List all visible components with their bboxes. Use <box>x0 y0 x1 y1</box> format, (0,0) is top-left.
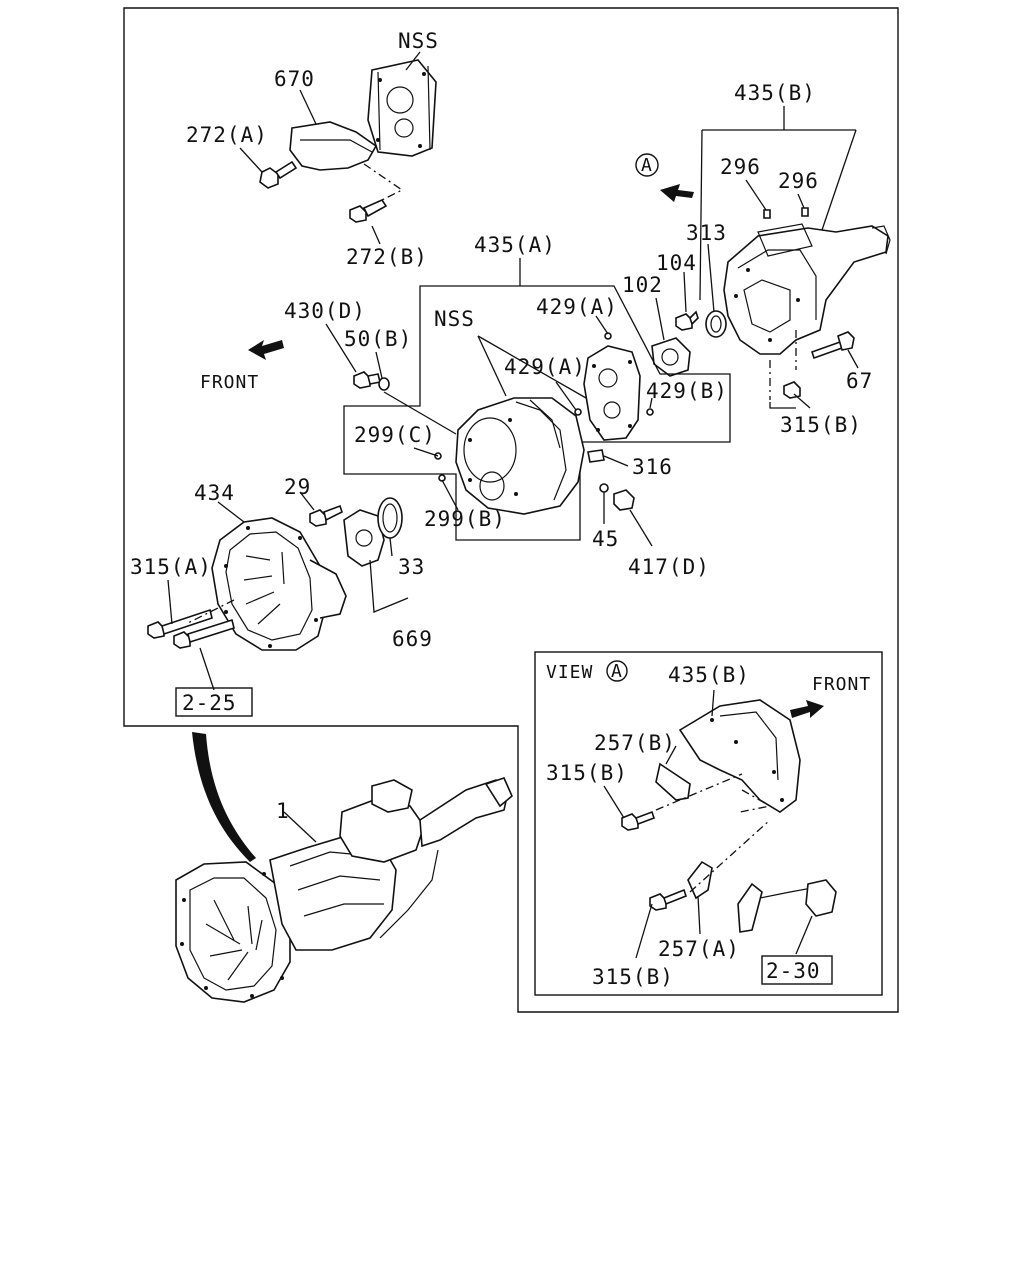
label-316: 316 <box>632 455 673 479</box>
assembled-transmission <box>175 777 513 1003</box>
label-104: 104 <box>656 251 697 275</box>
gasket-102 <box>651 337 691 377</box>
extension-housing <box>723 223 891 355</box>
label-front-view: FRONT <box>812 674 871 695</box>
label-1: 1 <box>276 799 290 823</box>
label-45: 45 <box>592 527 619 551</box>
circle-a-marker <box>635 153 659 177</box>
label-435b-view: 435(B) <box>668 663 750 687</box>
label-50b: 50(B) <box>344 327 412 351</box>
label-272b: 272(B) <box>346 245 428 269</box>
label-435a: 435(A) <box>474 233 556 257</box>
label-417d: 417(D) <box>628 555 710 579</box>
label-circle-a: A <box>641 155 653 176</box>
bolt-315b-view2 <box>649 888 687 911</box>
bolt-315b <box>783 381 801 399</box>
label-296-2: 296 <box>778 169 819 193</box>
ref-box-2-25 <box>175 687 253 717</box>
bolt-104 <box>675 310 699 331</box>
front-arrow-view <box>790 700 824 718</box>
transmission-case <box>455 397 585 515</box>
label-315b-top: 315(B) <box>780 413 862 437</box>
group-box-435a <box>343 285 731 541</box>
label-435b-top: 435(B) <box>734 81 816 105</box>
label-view: VIEW <box>546 662 593 683</box>
front-arrow-main <box>248 340 284 360</box>
bolt-315a <box>147 608 235 649</box>
label-315b-view1: 315(B) <box>546 761 628 785</box>
view-a-arrow <box>660 184 694 202</box>
bracket-670 <box>289 121 378 171</box>
label-view-circle-a: A <box>611 661 623 682</box>
view-a-housing <box>678 699 801 813</box>
bolt-29 <box>309 504 343 527</box>
label-33: 33 <box>398 555 425 579</box>
label-299b: 299(B) <box>424 507 506 531</box>
label-257b: 257(B) <box>594 731 676 755</box>
label-429b: 429(B) <box>646 379 728 403</box>
bolt-315b-view1 <box>621 810 656 831</box>
label-ref-2-30: 2-30 <box>766 959 821 983</box>
label-ref-2-25: 2-25 <box>182 691 237 715</box>
label-102: 102 <box>622 273 663 297</box>
label-315a: 315(A) <box>130 555 212 579</box>
view-circle-a-marker <box>606 660 628 682</box>
pointer-curve <box>192 732 256 862</box>
label-429a-2: 429(A) <box>504 355 586 379</box>
intermediate-plate <box>583 345 641 441</box>
main-frame <box>123 7 899 1013</box>
label-front-main: FRONT <box>200 372 259 393</box>
label-296-1: 296 <box>720 155 761 179</box>
label-315b-view2: 315(B) <box>592 965 674 989</box>
label-nss-top: NSS <box>398 29 439 53</box>
label-nss-mid: NSS <box>434 307 475 331</box>
label-67: 67 <box>846 369 873 393</box>
label-430d: 430(D) <box>284 299 366 323</box>
bracket-257b <box>655 762 691 801</box>
bolt-272a <box>259 160 298 189</box>
label-313: 313 <box>686 221 727 245</box>
bolt-272b <box>349 198 388 223</box>
bolt-67 <box>810 331 855 360</box>
plug-417d <box>613 489 635 511</box>
label-257a: 257(A) <box>658 937 740 961</box>
bearing-retainer-669 <box>343 509 385 567</box>
label-272a: 272(A) <box>186 123 268 147</box>
ref-box-2-30 <box>761 955 833 985</box>
label-669: 669 <box>392 627 433 651</box>
rear-cover-plate <box>367 59 437 157</box>
harness-clip <box>737 879 837 933</box>
bell-housing <box>211 517 347 651</box>
label-434: 434 <box>194 481 235 505</box>
label-670: 670 <box>274 67 315 91</box>
label-429a-1: 429(A) <box>536 295 618 319</box>
label-29: 29 <box>284 475 311 499</box>
bolt-430d <box>353 371 381 389</box>
view-a-frame <box>534 651 883 996</box>
label-299c: 299(C) <box>354 423 436 447</box>
seal-313 <box>705 310 727 338</box>
bracket-257a <box>687 860 713 900</box>
